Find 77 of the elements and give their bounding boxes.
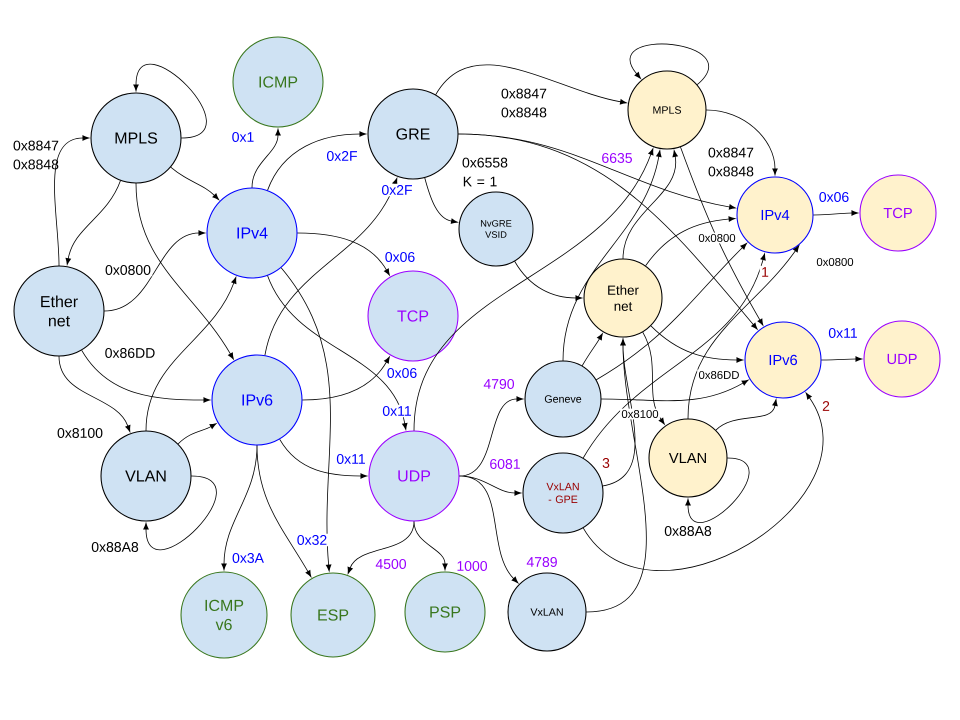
edge-label: 6635 [600, 152, 634, 164]
edge-label: 0x8100 [620, 408, 660, 420]
arrow [178, 423, 217, 444]
edge-label: 0x0800 [697, 232, 737, 244]
arrow [267, 275, 408, 430]
arrow [459, 476, 518, 584]
arrow [622, 150, 678, 259]
arrow [302, 356, 390, 400]
arrow [170, 166, 220, 200]
edge-label: 0x8847 0x8848 [500, 87, 546, 119]
arrow [582, 392, 823, 571]
arrow [821, 356, 862, 362]
arrow [645, 216, 736, 266]
edge-label: 0x8847 0x8848 [706, 146, 754, 178]
edge-label: 4789 [525, 556, 559, 568]
edge-label: 0x11 [335, 452, 367, 466]
edge-label: 0x0800 [104, 264, 152, 276]
arrow [264, 178, 398, 356]
arrow [252, 128, 281, 188]
edge-label: 6081 [488, 458, 522, 470]
arrow [133, 64, 207, 138]
edge-label: 0x06 [386, 366, 419, 380]
edge-label: 1 [760, 266, 770, 278]
arrow [706, 110, 778, 176]
edge-label: 0x06 [818, 190, 851, 204]
arrow [58, 356, 130, 432]
edge-label: 0x3A [230, 552, 266, 564]
edge-label: 0x2F [380, 184, 414, 196]
arrow [680, 146, 764, 326]
arrow [650, 326, 744, 363]
arrow [596, 243, 747, 380]
arrow [601, 380, 749, 402]
arrow [582, 333, 603, 366]
edge-label: 0x86DD [103, 346, 157, 360]
edge-label: 0x11 [827, 326, 859, 340]
edge-label: 0x1 [230, 130, 256, 144]
arrow [586, 338, 647, 612]
arrow [414, 521, 448, 570]
arrow [688, 245, 800, 419]
edge-label: 0x6558 K = 1 [460, 156, 508, 188]
arrow [143, 476, 217, 550]
edge-label: 0x88A8 [662, 524, 714, 538]
edge-label: 1000 [455, 560, 489, 572]
arrow [54, 135, 90, 266]
arrow [81, 350, 210, 403]
edge-label: 0x86DD [697, 370, 741, 380]
edge-label: 0x2F [325, 150, 359, 162]
arrow [435, 64, 627, 104]
arrow [104, 230, 206, 312]
arrow [256, 445, 312, 578]
arrow [146, 276, 236, 431]
edge-label: 4500 [374, 558, 408, 570]
edge-label: 0x06 [384, 250, 417, 264]
arrow [642, 332, 665, 425]
arrow [630, 44, 709, 85]
edge-label: 2 [820, 400, 832, 412]
edge-label: 0x11 [381, 404, 413, 418]
arrow [514, 261, 582, 301]
arrow [458, 134, 758, 330]
arrow [279, 439, 368, 479]
edge-label: 0x88A8 [90, 540, 140, 554]
arrow [414, 148, 654, 431]
edge-label: 0x0800 [815, 256, 855, 268]
arrow [297, 232, 390, 276]
arrow [348, 521, 414, 574]
arrow [136, 183, 234, 360]
arrow [716, 399, 778, 430]
arrow [813, 210, 858, 216]
arrow [267, 131, 366, 191]
arrow [562, 150, 662, 361]
arrow [685, 458, 750, 523]
arrow [66, 180, 121, 265]
edge-label: 0x32 [296, 534, 329, 546]
edge-label: 4790 [482, 378, 516, 390]
arrow [582, 253, 766, 458]
arrow [424, 178, 458, 224]
arrow [280, 267, 332, 572]
